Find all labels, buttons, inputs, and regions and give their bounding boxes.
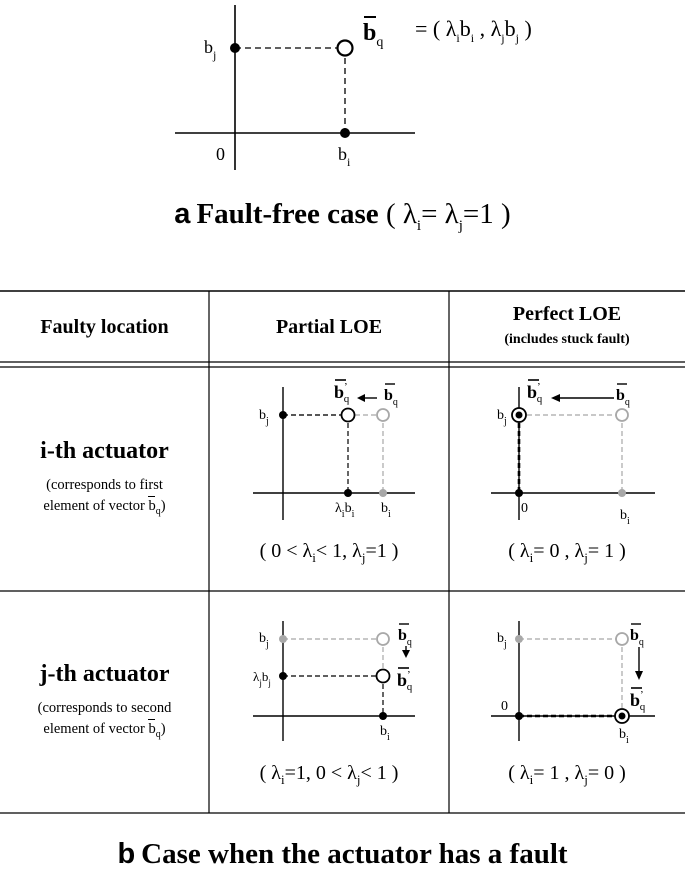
col-header-perfect-loe: Perfect LOE <box>512 303 622 325</box>
caption-a-text: Fault-free case <box>196 198 379 230</box>
caption-b-letter: b <box>117 838 136 870</box>
row1-partial-condition: ( 0 < λi< 1, λj=1 ) <box>259 540 399 565</box>
svg-text:λjbj: λjbj <box>253 669 271 688</box>
svg-text:bi: bi <box>619 727 629 746</box>
row1-title: i-th actuator <box>40 438 169 464</box>
panel-a-origin-label: 0 <box>216 144 225 164</box>
svg-text:bj: bj <box>497 408 507 427</box>
row2-title: j-th actuator <box>39 661 170 687</box>
caption-b-text: Case when the actuator has a fault <box>141 838 568 870</box>
panel-a-bi-point <box>340 128 350 138</box>
svg-text:bi: bi <box>620 508 630 527</box>
svg-text:bi: bi <box>380 724 390 743</box>
svg-text:bq: bq <box>384 387 398 408</box>
row1-partial-diagram: bj λibi bi b’q bq <box>253 379 415 520</box>
svg-text:0: 0 <box>501 699 508 714</box>
panel-a-diagram: bj bi 0 bq = ( λibi , λjbj ) <box>175 5 532 170</box>
svg-text:λibi: λibi <box>335 501 355 520</box>
row2-subtitle: (corresponds to second element of vector… <box>37 700 172 740</box>
row2-partial-diagram: bj λjbj bi bq b’q <box>253 621 415 743</box>
svg-text:bq: bq <box>398 627 412 648</box>
svg-text:bj: bj <box>259 631 269 650</box>
svg-text:bj: bj <box>259 408 269 427</box>
panel-a-bq-point <box>336 39 354 57</box>
row2-perfect-diagram: bj 0 bi bq b’q <box>491 621 655 746</box>
panel-a-bj-label: bj <box>204 37 216 62</box>
svg-text:bq: bq <box>630 627 644 648</box>
svg-text:b’q: b’q <box>630 689 646 713</box>
row2-partial-condition: ( λi=1, 0 < λj< 1 ) <box>259 762 399 787</box>
col-header-faulty-location: Faulty location <box>40 316 169 338</box>
svg-text:b’q: b’q <box>397 669 413 693</box>
row1-perfect-condition: ( λi= 0 , λj= 1 ) <box>508 540 626 565</box>
svg-text:bi: bi <box>381 501 391 520</box>
panel-a-bq-label: bq <box>363 20 383 50</box>
col-header-partial-loe: Partial LOE <box>275 316 383 338</box>
panel-a-bj-point <box>230 43 240 53</box>
svg-text:bj: bj <box>497 631 507 650</box>
row2-perfect-condition: ( λi= 1 , λj= 0 ) <box>508 762 626 787</box>
svg-text:bq: bq <box>616 387 630 408</box>
col-subheader-perfect-loe: (includes stuck fault) <box>504 332 630 347</box>
panel-a-bi-label: bi <box>338 144 351 169</box>
svg-text:0: 0 <box>521 501 528 516</box>
svg-text:b’q: b’q <box>527 381 543 405</box>
caption-a-letter: a <box>174 198 191 230</box>
panel-a-formula: = ( λibi , λjbj ) <box>415 16 532 45</box>
row1-perfect-diagram: bj 0 bi b’q bq <box>491 379 655 527</box>
caption-a-condition: ( λi= λj=1 ) <box>385 198 511 234</box>
row1-subtitle: (corresponds to first element of vector … <box>43 477 166 517</box>
svg-text:b’q: b’q <box>334 381 350 405</box>
